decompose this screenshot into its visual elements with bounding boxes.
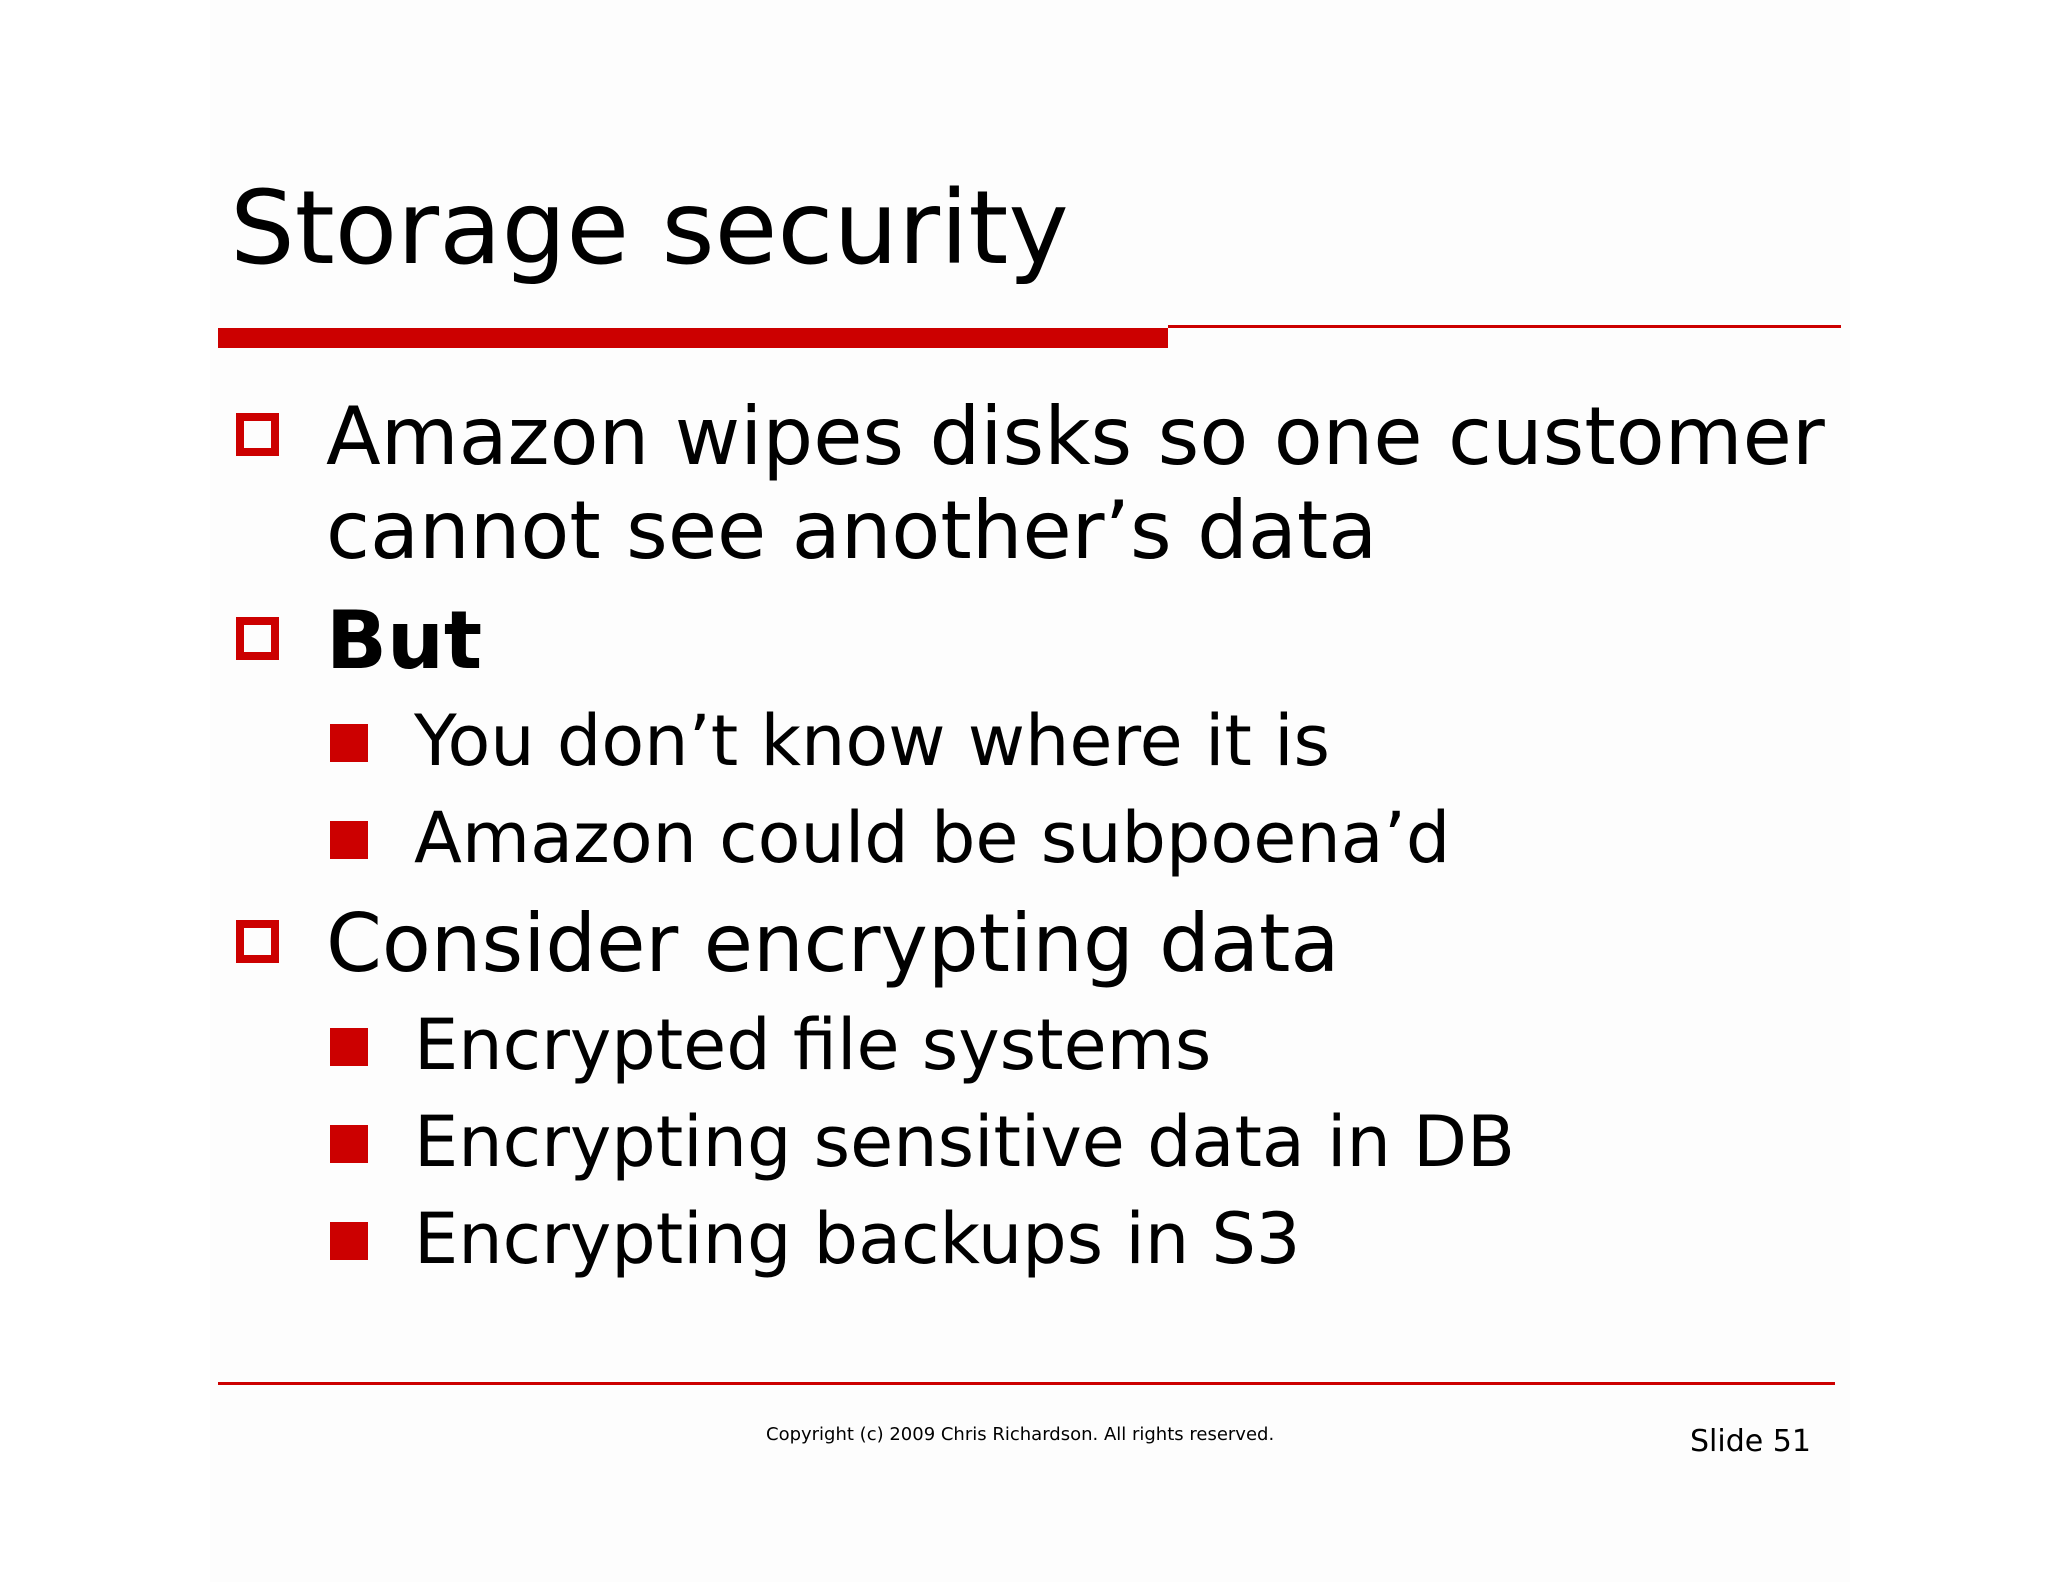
hollow-square-icon (236, 413, 279, 456)
copyright-notice: Copyright (c) 2009 Chris Richardson. All… (766, 1424, 1275, 1445)
sub-bullet-text: Amazon could be subpoena’d (414, 797, 1451, 879)
sub-bullet-text: Encrypting backups in S3 (414, 1198, 1301, 1280)
sub-bullet-text: Encrypting sensitive data in DB (414, 1101, 1516, 1183)
bullet-item: But (236, 594, 1776, 688)
sub-bullet-item: Encrypting backups in S3 (330, 1198, 1770, 1280)
filled-square-icon (330, 821, 368, 859)
sub-bullet-item: Encrypted file systems (330, 1004, 1770, 1086)
sub-bullet-text: You don’t know where it is (414, 700, 1331, 782)
filled-square-icon (330, 724, 368, 762)
sub-bullet-text: Encrypted file systems (414, 1004, 1212, 1086)
sub-bullet-item: You don’t know where it is (330, 700, 1770, 782)
bullet-text: Amazon wipes disks so one customer (326, 390, 1825, 483)
slide-number: Slide 51 (1690, 1424, 1811, 1459)
bullet-text-continuation: cannot see another’s data (326, 484, 1378, 577)
bullet-text: Consider encrypting data (326, 897, 1340, 990)
bullet-item: Consider encrypting data (236, 897, 1776, 991)
slide-background (210, 0, 1850, 1582)
title-underline-thick (218, 328, 1168, 348)
sub-bullet-item: Encrypting sensitive data in DB (330, 1101, 1770, 1183)
filled-square-icon (330, 1222, 368, 1260)
bullet-item: Amazon wipes disks so one customer canno… (236, 390, 1825, 578)
footer-rule (218, 1382, 1835, 1385)
title-underline-thin (1168, 325, 1841, 328)
bullet-text: But (326, 594, 483, 687)
hollow-square-icon (236, 920, 279, 963)
slide-title: Storage security (230, 169, 1069, 288)
sub-bullet-item: Amazon could be subpoena’d (330, 797, 1770, 879)
filled-square-icon (330, 1028, 368, 1066)
hollow-square-icon (236, 617, 279, 660)
filled-square-icon (330, 1125, 368, 1163)
